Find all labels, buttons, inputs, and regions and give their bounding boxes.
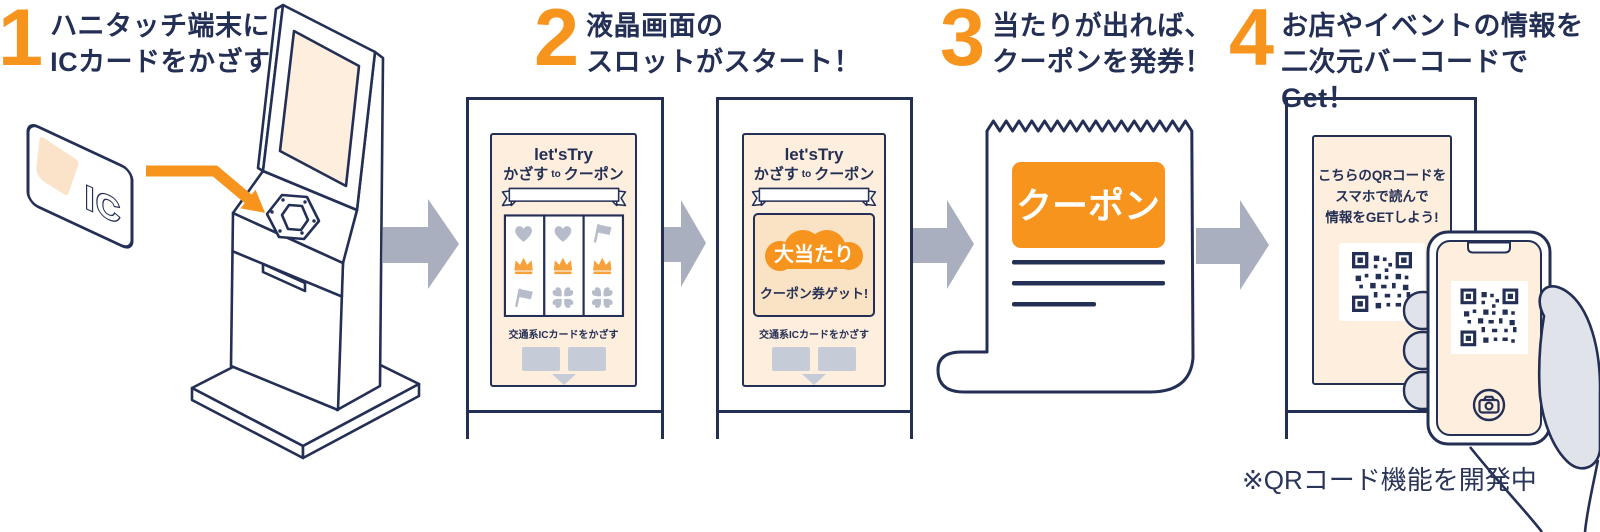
receipt-text-lines — [1012, 260, 1165, 307]
gray-button — [567, 347, 606, 371]
kiosk-terminal-illustration — [190, 3, 421, 460]
jackpot-cloud-badge: 大当たり — [765, 230, 863, 272]
down-arrow-icon — [802, 374, 826, 385]
gray-button — [818, 347, 856, 371]
step-3-number: 3 — [940, 0, 985, 83]
hand-thumb — [1537, 285, 1600, 470]
qr-dev-footnote: ※QRコード機能を開発中 — [1242, 465, 1537, 495]
ic-reader-screws — [270, 198, 316, 235]
kiosk-ticket-slot — [261, 262, 307, 293]
kiosk-panel-qr: こちらのQRコードを スマホで読んで 情報をGETしよう! — [1285, 97, 1477, 439]
kiosk-base-right — [301, 382, 421, 460]
qr-instructions: こちらのQRコードを スマホで読んで 情報をGETしよう! — [1317, 168, 1447, 225]
step-3-header: 3 当たりが出れば、 クーポンを発券！ — [940, 0, 1213, 83]
hand-wrist-lines — [1468, 446, 1600, 532]
coupon-banner — [1012, 162, 1165, 248]
coupon-banner-text: クーポン — [1016, 185, 1160, 226]
gray-button — [772, 347, 810, 371]
down-arrow-icon — [551, 374, 576, 385]
flow-arrows — [383, 199, 1269, 290]
arrow-step1-to-2 — [383, 199, 459, 289]
arrow-screen1-to-2 — [663, 200, 706, 287]
card-touch-buttons — [772, 347, 856, 371]
panel-leg — [716, 413, 719, 439]
step-2-text: 液晶画面の スロットがスタート！ — [586, 11, 862, 77]
step-1-header: 1 ハニタッチ端末に ICカードをかざす — [0, 0, 271, 83]
ribbon-banner-icon — [501, 187, 626, 207]
card-touch-buttons — [521, 347, 606, 371]
panel-leg — [1285, 413, 1288, 439]
step-2-header: 2 液晶画面の スロットがスタート！ — [534, 0, 862, 83]
panel-leg — [910, 413, 913, 439]
kiosk-display — [278, 29, 361, 188]
step-4-text: お店やイベントの情報を 二次元バーコードでGet！ — [1281, 11, 1584, 113]
coupon-get-text: クーポン券ゲット! — [759, 286, 869, 302]
jackpot-box: 大当たり クーポン券ゲット! — [753, 213, 875, 317]
tap-caption: 交通系ICカードをかざす — [759, 330, 869, 341]
step-3-text: 当たりが出れば、 クーポンを発券！ — [992, 11, 1213, 77]
gray-button — [521, 347, 560, 371]
ic-card-chip — [36, 137, 79, 196]
step-1-number: 1 — [0, 0, 43, 83]
step-1-text: ハニタッチ端末に ICカードをかざす — [50, 11, 271, 77]
arrow-step3-to-4 — [1196, 200, 1269, 290]
coupon-receipt-illustration: クーポン — [936, 119, 1195, 394]
step-4-header: 4 お店やイベントの情報を 二次元バーコードでGet！ — [1229, 0, 1600, 116]
arrow-card-to-reader — [146, 165, 266, 213]
ic-reader-inner-hexagon — [280, 203, 310, 232]
step-2-number: 2 — [534, 0, 579, 83]
slot-machine — [503, 213, 624, 317]
smartphone-notch — [1467, 241, 1511, 254]
arrow-step2-to-3 — [912, 200, 974, 289]
tap-caption: 交通系ICカードをかざす — [508, 330, 619, 341]
panel-leg — [661, 413, 664, 439]
panel-leg — [466, 413, 469, 439]
step-4-number: 4 — [1229, 0, 1274, 83]
ribbon-banner-icon — [751, 187, 877, 207]
camera-icon — [1472, 388, 1506, 422]
screen-title: let'sTry — [534, 145, 593, 164]
ic-card-illustration: IC — [26, 124, 134, 249]
screen-title: let'sTry — [784, 145, 844, 164]
jackpot-badge-text: 大当たり — [774, 243, 854, 266]
